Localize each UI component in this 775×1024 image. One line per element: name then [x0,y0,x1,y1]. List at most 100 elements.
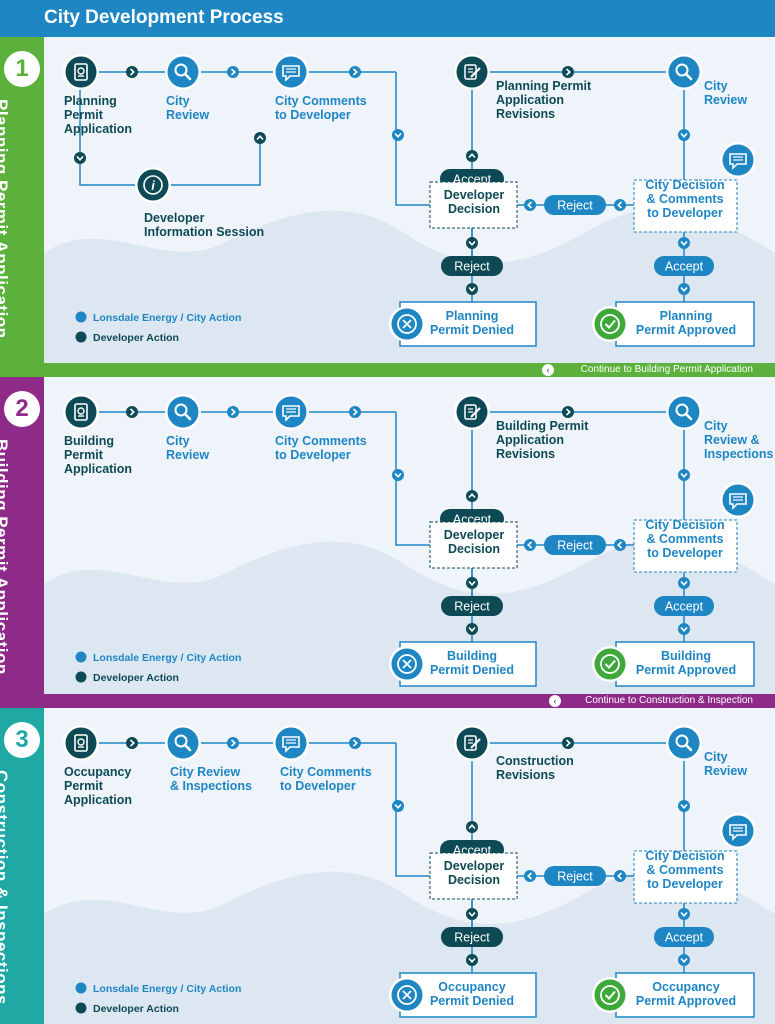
city-accept-pill-label: Accept [665,260,704,274]
flow-chevron-icon [392,129,404,141]
continue-label: Continue to Construction & Inspection [585,695,753,706]
flow-chevron-icon [466,283,478,295]
svg-text:i: i [151,178,155,193]
flow-chevron-icon [74,152,86,164]
approved-icon [592,977,628,1013]
approved-box [615,301,755,347]
section-number: 1 [4,51,40,87]
flow-chevron-icon [678,237,690,249]
city-accept-pill-label: Accept [665,600,704,614]
search-icon [666,54,702,90]
flow-chevron-icon [524,539,536,551]
application-icon [63,54,99,90]
denied-icon [389,977,425,1013]
continue-strip[interactable]: ‹ Continue to Building Permit Application [0,363,775,377]
city-reject-pill-label: Reject [557,199,593,213]
denied-icon [389,646,425,682]
flow-chevron-icon [614,199,626,211]
flow-chevron-icon [466,821,478,833]
legend-city-dot [75,651,87,663]
flow-chevron-icon [392,800,404,812]
city-reject-pill: Reject [544,866,606,886]
legend-city-dot [75,982,87,994]
section-side-label: Construction & Inspections [0,770,11,1005]
city-accept-pill: Accept [654,596,714,616]
flow-chevron-icon [227,406,239,418]
flow-chevron-icon [614,539,626,551]
legend-developer-dot [75,671,87,683]
legend-developer-label: Developer Action [93,672,179,684]
legend-city-label: Lonsdale Energy / City Action [93,983,241,995]
approved-icon [592,306,628,342]
section-side-label: Building Permit Application [0,439,11,675]
flow-chevron-icon [678,800,690,812]
legend-city-dot [75,311,87,323]
info-icon: i [135,167,171,203]
flow-chevron-icon [126,406,138,418]
decision-comment-icon [720,482,756,518]
flow-chevron-icon [466,908,478,920]
search-icon [666,725,702,761]
denied-icon [389,306,425,342]
legend-developer-label: Developer Action [93,332,179,344]
city-reject-pill: Reject [544,535,606,555]
flow-chevron-icon [678,577,690,589]
continue-label: Continue to Building Permit Application [580,364,753,375]
flow-chevron-icon [678,283,690,295]
decision-comment-icon [720,142,756,178]
flow-chevron-icon [678,908,690,920]
legend-city-label: Lonsdale Energy / City Action [93,652,241,664]
chevron-left-icon: ‹ [549,695,561,707]
flow-chevron-icon [126,66,138,78]
flow-chevron-icon [227,737,239,749]
flow-chevron-icon [562,406,574,418]
legend-city-label: Lonsdale Energy / City Action [93,312,241,324]
search-icon [165,54,201,90]
flow-chevron-icon [524,199,536,211]
search-icon [165,394,201,430]
revision-icon [454,725,490,761]
flow-chevron-icon [466,150,478,162]
city-reject-pill-label: Reject [557,870,593,884]
flow-chevron-icon [678,954,690,966]
city-accept-pill: Accept [654,256,714,276]
flow-chevron-icon [466,237,478,249]
flow-chevron-icon [562,66,574,78]
decision-comment-icon [720,813,756,849]
legend-developer-label: Developer Action [93,1003,179,1015]
developer-reject-pill-label: Reject [454,931,490,945]
flow-chevron-icon [466,623,478,635]
continue-strip[interactable]: ‹ Continue to Construction & Inspection [0,694,775,708]
approved-box [615,641,755,687]
chevron-left-icon: ‹ [542,364,554,376]
flow-chevron-icon [466,577,478,589]
